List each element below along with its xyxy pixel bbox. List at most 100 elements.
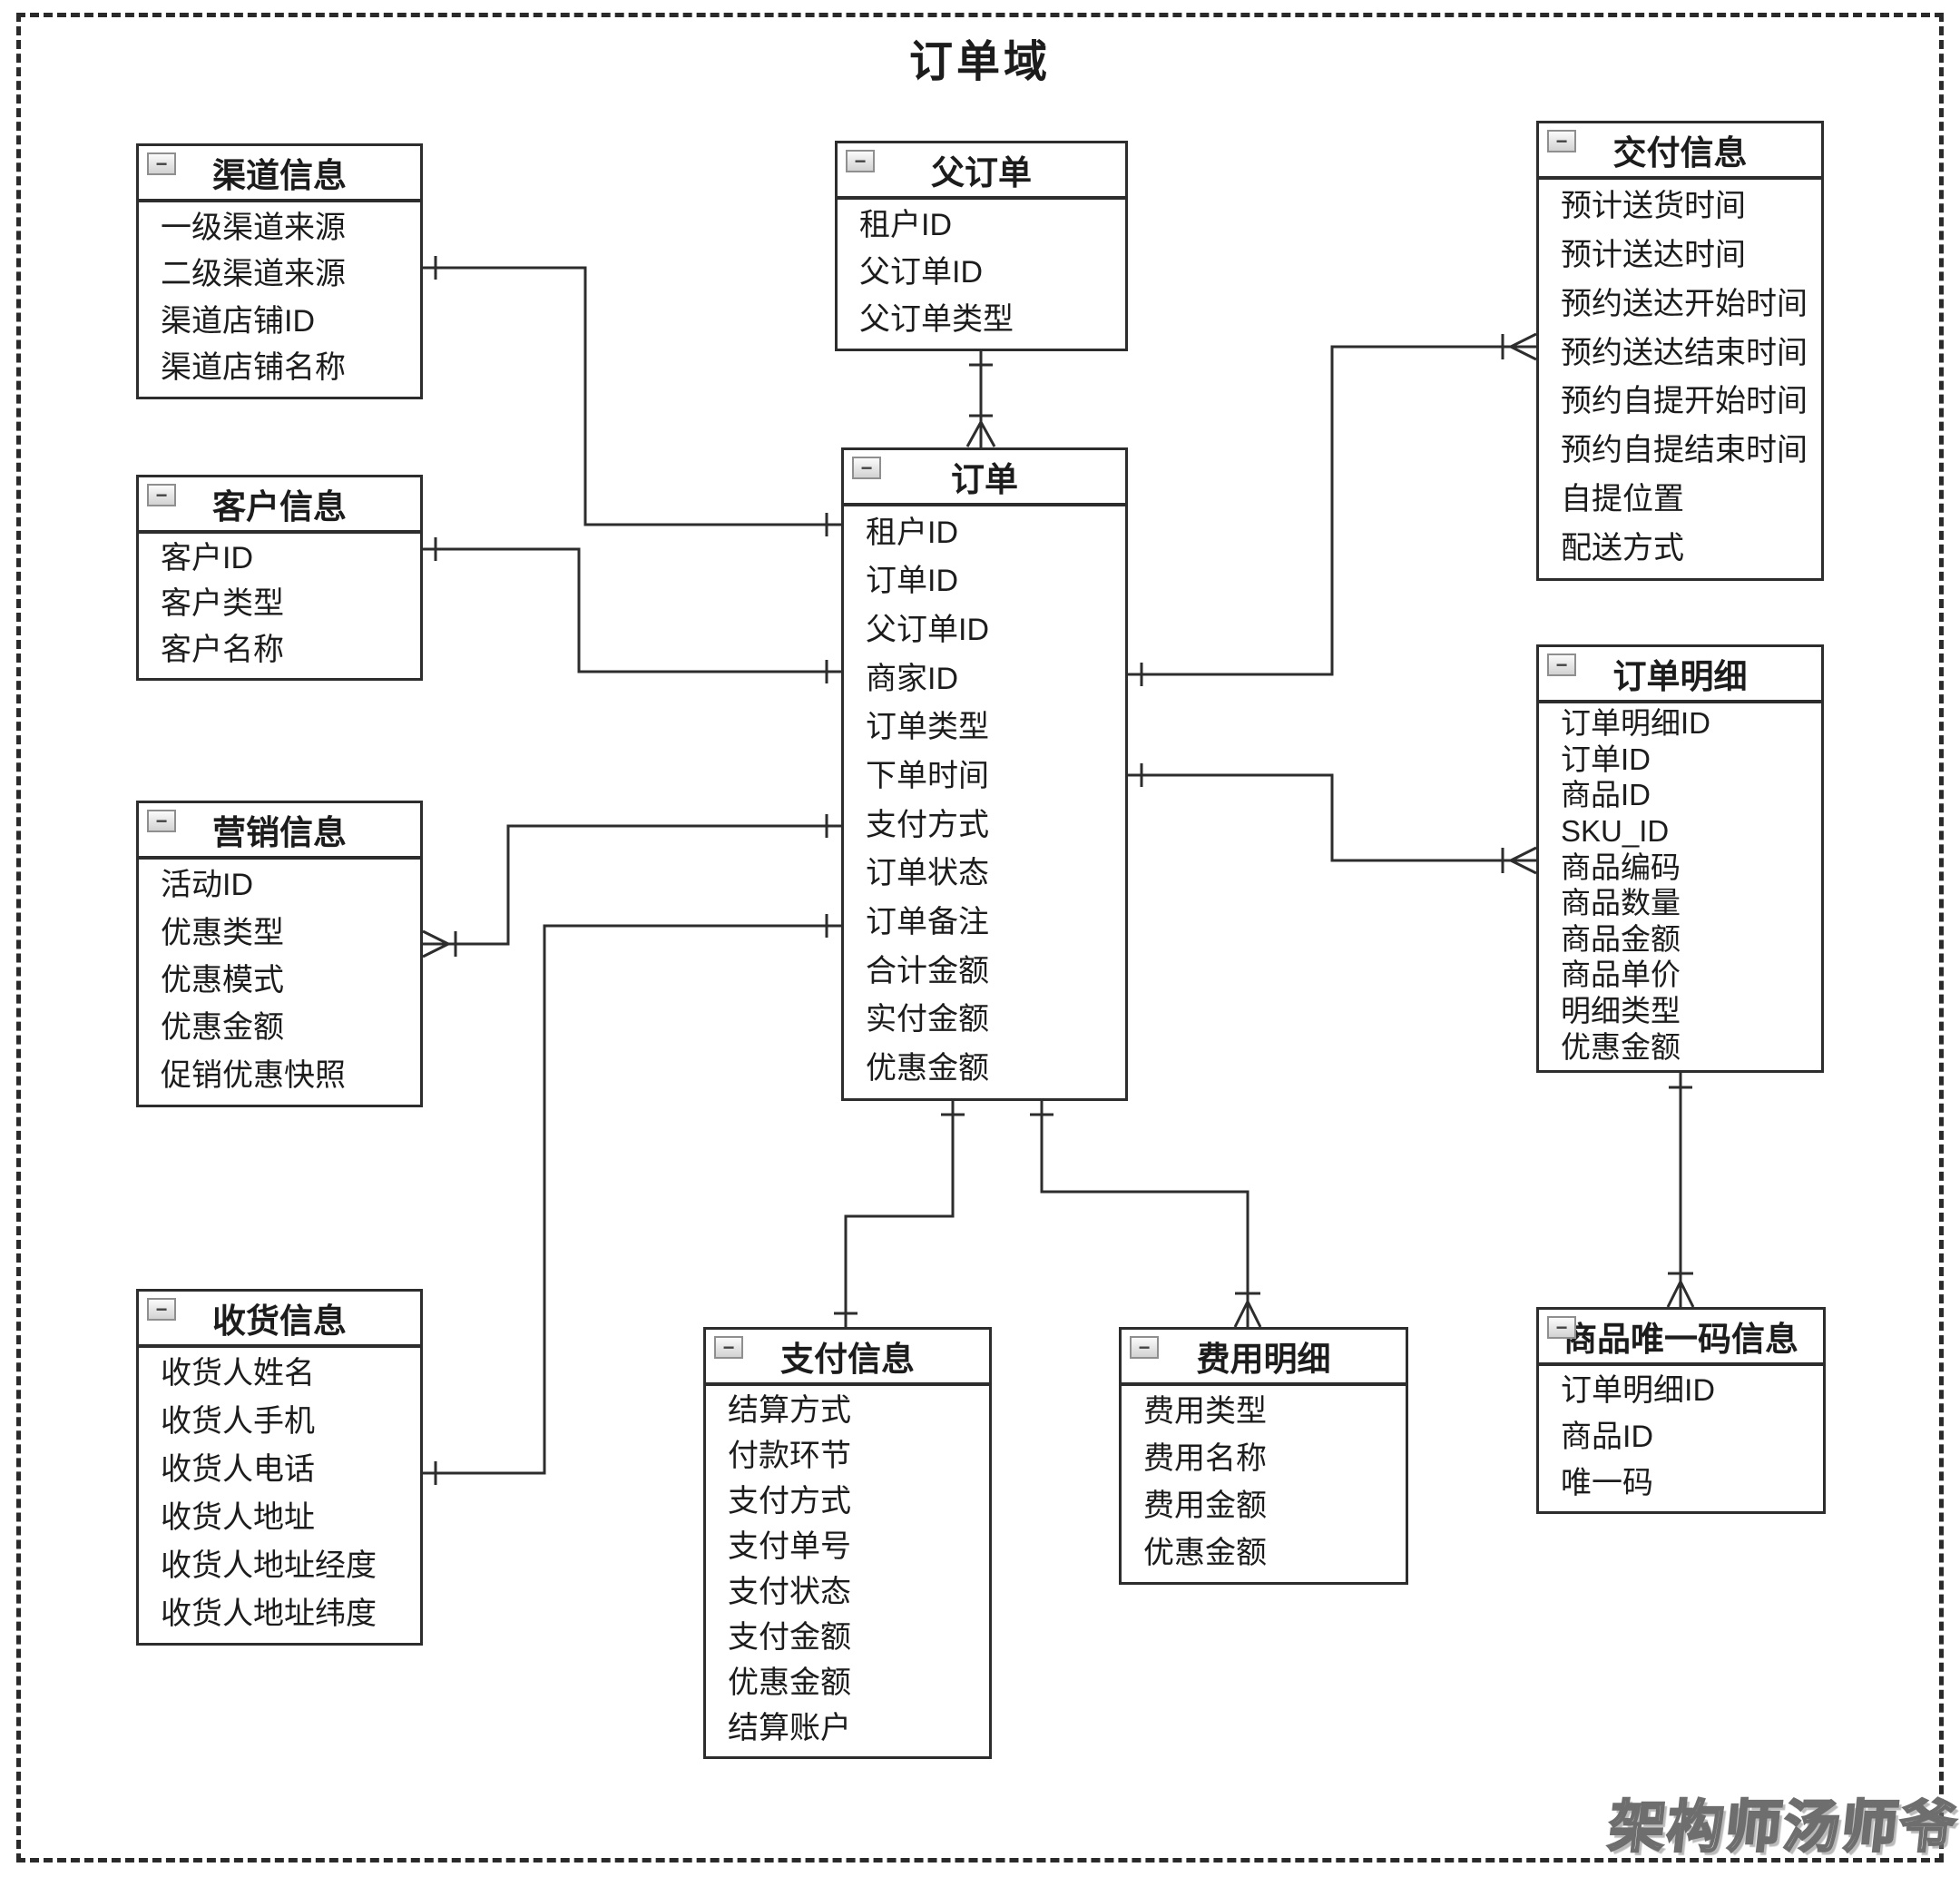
collapse-icon[interactable]: − <box>714 1336 743 1359</box>
entity-field: 收货人地址纬度 <box>161 1596 377 1631</box>
entity-field: 商品数量 <box>1561 886 1681 920</box>
entity-field: 渠道店铺名称 <box>161 350 346 386</box>
entity-title: 订单明细 <box>1612 658 1748 695</box>
entity-field: 支付单号 <box>728 1529 851 1564</box>
entity-field: 费用类型 <box>1143 1394 1267 1429</box>
entity-field: 父订单ID <box>866 613 989 648</box>
rel-receiver-order-line <box>423 914 841 1485</box>
entity-field: 租户ID <box>866 515 958 550</box>
entity-delivery-info[interactable]: − 交付信息 预计送货时间预计送达时间预约送达开始时间预约送达结束时间预约自提开… <box>1536 121 1824 581</box>
entity-field: 二级渠道来源 <box>161 257 346 292</box>
entity-title-bar: − 订单明细 <box>1539 647 1821 703</box>
entity-title-bar: − 支付信息 <box>706 1330 989 1386</box>
collapse-icon[interactable]: − <box>852 457 881 479</box>
entity-title: 收货信息 <box>212 1302 347 1340</box>
entity-field: 预约送达结束时间 <box>1561 335 1808 370</box>
entity-field: 支付金额 <box>728 1620 851 1655</box>
entity-field: 收货人地址经度 <box>161 1548 377 1583</box>
entity-field: 收货人地址 <box>161 1499 315 1535</box>
rel-marketing-order-line <box>422 814 841 958</box>
entity-field: 父订单类型 <box>859 302 1014 337</box>
entity-title-bar: − 客户信息 <box>139 477 420 534</box>
collapse-icon[interactable]: − <box>1547 1316 1576 1339</box>
entity-title-bar: − 交付信息 <box>1539 123 1821 180</box>
entity-receiver-info[interactable]: − 收货信息 收货人姓名收货人手机收货人电话收货人地址收货人地址经度收货人地址纬… <box>136 1289 423 1646</box>
entity-title: 支付信息 <box>780 1341 915 1378</box>
entity-field: 支付状态 <box>728 1575 851 1609</box>
diagram-title: 订单域 <box>908 38 1051 86</box>
collapse-icon[interactable]: − <box>147 810 176 832</box>
rel-customer-order-line <box>423 537 841 683</box>
rel-detail-uniquecode-line <box>1666 1073 1695 1308</box>
entity-field: 优惠金额 <box>1143 1536 1267 1570</box>
rel-order-fee-line <box>1030 1101 1262 1328</box>
entity-field: 结算方式 <box>728 1393 851 1428</box>
collapse-icon[interactable]: − <box>147 152 176 175</box>
entity-field: 订单ID <box>1561 742 1651 776</box>
rel-order-delivery-line <box>1128 332 1537 686</box>
entity-field: 明细类型 <box>1561 994 1681 1028</box>
entity-field: 订单备注 <box>866 905 989 940</box>
collapse-icon[interactable]: − <box>147 1298 176 1321</box>
entity-field: 支付方式 <box>866 807 989 842</box>
entity-title-bar: − 费用明细 <box>1122 1330 1406 1386</box>
entity-title: 父订单 <box>931 154 1032 192</box>
entity-title: 营销信息 <box>212 814 347 851</box>
entity-field: 商家ID <box>866 661 958 696</box>
entity-field: 优惠金额 <box>866 1051 989 1086</box>
entity-field: 商品ID <box>1561 778 1651 812</box>
entity-field: 收货人手机 <box>161 1404 315 1440</box>
entity-field: 优惠金额 <box>728 1666 851 1700</box>
collapse-icon[interactable]: − <box>147 484 176 506</box>
entity-field: 优惠类型 <box>161 915 284 950</box>
entity-field: 预约自提结束时间 <box>1561 433 1808 468</box>
entity-field: 订单明细ID <box>1561 1373 1715 1409</box>
entity-field: 租户ID <box>859 208 952 242</box>
entity-fee-detail[interactable]: − 费用明细 费用类型费用名称费用金额优惠金额 <box>1119 1327 1408 1585</box>
collapse-icon[interactable]: − <box>846 150 875 172</box>
entity-payment-info[interactable]: − 支付信息 结算方式付款环节支付方式支付单号支付状态支付金额优惠金额结算账户 <box>703 1327 992 1759</box>
entity-field: 客户类型 <box>161 586 284 622</box>
collapse-icon[interactable]: − <box>1130 1336 1159 1359</box>
rel-channel-order-line <box>423 256 841 536</box>
entity-title: 商品唯一码信息 <box>1563 1321 1798 1358</box>
entity-title-bar: − 父订单 <box>838 143 1125 200</box>
entity-field: 自提位置 <box>1561 482 1684 517</box>
entity-title-bar: − 营销信息 <box>139 803 420 860</box>
entity-title-bar: − 收货信息 <box>139 1292 420 1348</box>
entity-field: 预计送达时间 <box>1561 237 1746 272</box>
entity-field: 结算账户 <box>728 1711 851 1745</box>
entity-field: 下单时间 <box>866 759 989 794</box>
entity-field: 费用名称 <box>1143 1441 1267 1476</box>
entity-field: 费用金额 <box>1143 1489 1267 1523</box>
entity-field: 预约送达开始时间 <box>1561 286 1808 321</box>
collapse-icon[interactable]: − <box>1547 654 1576 676</box>
entity-field: 优惠金额 <box>1561 1029 1681 1064</box>
entity-field: 促销优惠快照 <box>161 1057 346 1093</box>
entity-title: 费用明细 <box>1196 1341 1331 1378</box>
entity-field: 订单类型 <box>866 710 989 745</box>
watermark: 架构师汤师爷 <box>1604 1795 1960 1861</box>
rel-parent-order-line <box>965 351 996 447</box>
entity-field: 收货人电话 <box>161 1452 315 1488</box>
entity-field-list: 预计送货时间预计送达时间预约送达开始时间预约送达结束时间预约自提开始时间预约自提… <box>1539 180 1821 578</box>
collapse-icon[interactable]: − <box>1547 130 1576 152</box>
entity-title-bar: − 订单 <box>844 450 1125 506</box>
rel-order-detail-line <box>1128 763 1537 875</box>
entity-field: SKU_ID <box>1561 814 1670 849</box>
entity-field: 配送方式 <box>1561 531 1684 566</box>
entity-field: 唯一码 <box>1561 1465 1653 1500</box>
